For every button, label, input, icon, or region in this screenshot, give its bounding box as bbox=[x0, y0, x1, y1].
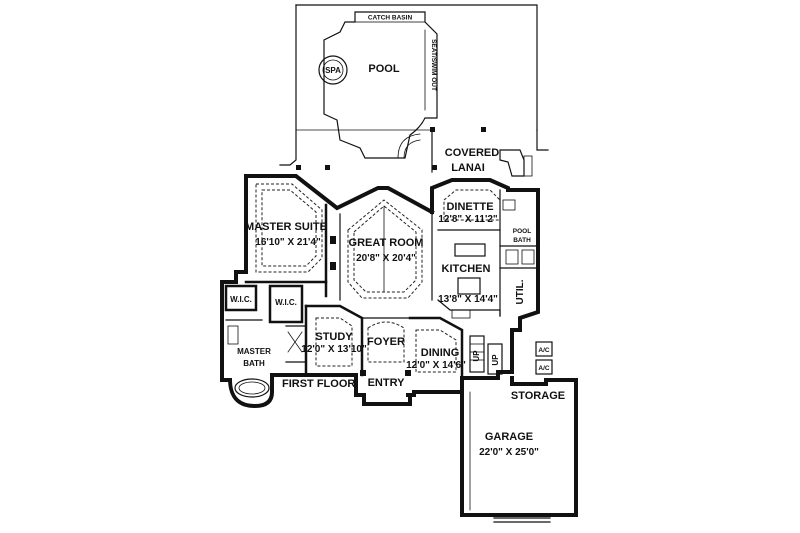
pool-bath-label-1: POOL bbox=[513, 228, 531, 235]
dining: DINING 12'0" X 14'6" bbox=[406, 316, 466, 380]
great-room: GREAT ROOM 20'8" X 20'4" bbox=[339, 199, 433, 301]
ac-label-1: A/C bbox=[538, 347, 550, 354]
kitchen-dim: 13'8" X 14'4" bbox=[438, 294, 498, 305]
kitchen-label: KITCHEN bbox=[442, 263, 491, 275]
spa-label: SPA bbox=[325, 66, 341, 75]
ac-label-2: A/C bbox=[538, 365, 550, 372]
stairs: UP UP bbox=[469, 335, 503, 375]
garage-label: GARAGE bbox=[485, 431, 533, 443]
plan-title: FIRST FLOOR bbox=[282, 378, 355, 390]
pool-label: POOL bbox=[368, 63, 399, 75]
dinette-kitchen: DINETTE 12'8" X 11'2" KITCHEN 13'8" X 14… bbox=[437, 189, 501, 319]
stair-up-label-1: UP bbox=[472, 350, 481, 362]
util-label: UTIL. bbox=[515, 279, 526, 304]
dining-label: DINING bbox=[421, 347, 460, 359]
lanai-label-1: COVERED bbox=[445, 147, 499, 159]
lanai-label-2: LANAI bbox=[451, 162, 485, 174]
dinette-label: DINETTE bbox=[446, 201, 493, 213]
master-suite: MASTER SUITE 16'10" X 21'4" bbox=[244, 183, 336, 298]
wic-label-2: W.I.C. bbox=[275, 298, 297, 307]
catch-basin-label: CATCH BASIN bbox=[368, 15, 413, 22]
master-bath-closets: W.I.C. W.I.C. MASTER BATH bbox=[224, 284, 307, 398]
study-label: STUDY bbox=[315, 331, 353, 343]
study-dim: 12'0" X 13'10" bbox=[301, 344, 367, 355]
dining-dim: 12'0" X 14'6" bbox=[406, 360, 466, 371]
pool-bath-label-2: BATH bbox=[513, 237, 531, 244]
covered-lanai: COVERED LANAI bbox=[296, 127, 549, 177]
stair-up-label-2: UP bbox=[491, 354, 500, 366]
pool-deck bbox=[279, 4, 538, 166]
master-suite-label: MASTER SUITE bbox=[245, 221, 327, 233]
entry-label: ENTRY bbox=[368, 377, 406, 389]
storage-label: STORAGE bbox=[511, 390, 565, 402]
ac-pads: A/C A/C bbox=[535, 341, 553, 375]
great-room-dim: 20'8" X 20'4" bbox=[356, 253, 416, 264]
seat-swim-out-label: SEAT/SWIM OUT bbox=[430, 39, 437, 91]
study: STUDY 12'0" X 13'10" bbox=[301, 304, 367, 377]
master-bath-label-1: MASTER bbox=[237, 347, 271, 356]
wic-label-1: W.I.C. bbox=[230, 295, 252, 304]
great-room-label: GREAT ROOM bbox=[349, 237, 424, 249]
master-bath-label-2: BATH bbox=[243, 359, 265, 368]
master-suite-dim: 16'10" X 21'4" bbox=[255, 237, 321, 248]
garage-dim: 22'0" X 25'0" bbox=[479, 447, 539, 458]
foyer-label: FOYER bbox=[367, 336, 405, 348]
garage: STORAGE GARAGE 22'0" X 25'0" bbox=[460, 376, 578, 523]
dinette-dim: 12'8" X 11'2" bbox=[438, 214, 498, 225]
foyer-entry: FOYER ENTRY bbox=[360, 317, 411, 389]
pool-bath-utility: POOL BATH UTIL. bbox=[499, 189, 539, 317]
pool: CATCH BASIN POOL SPA SEAT/SWIM OUT bbox=[318, 11, 438, 159]
